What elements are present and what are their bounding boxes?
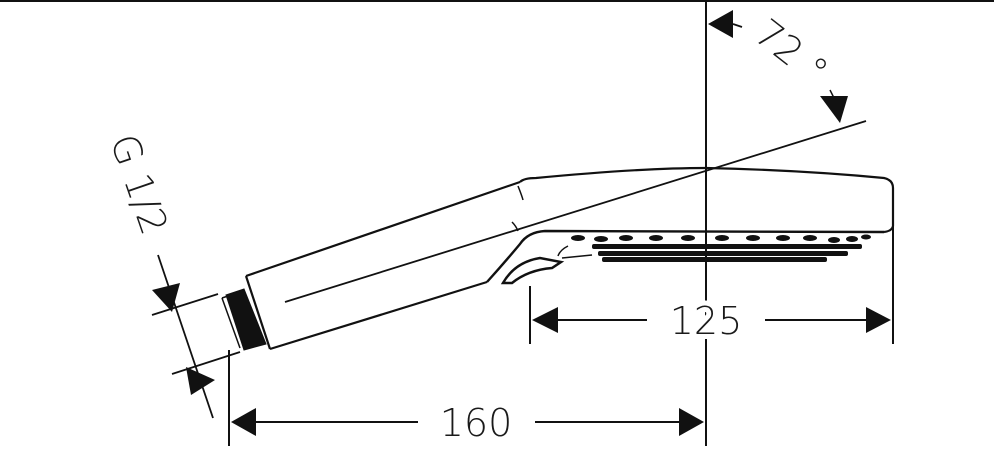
spray-face-length-label: 125: [670, 299, 743, 343]
spray-nozzles: [571, 234, 871, 262]
thread-connector: [221, 288, 267, 351]
shower-axis-line: [284, 120, 867, 303]
angle-label: 72 °: [746, 10, 836, 94]
hand-shower-outline: [221, 166, 895, 351]
spray-face-length-label-text: 125: [670, 299, 743, 343]
thread-dimension: G 1/2: [101, 129, 241, 419]
overall-length-dimension: 160: [228, 350, 704, 446]
overall-length-label: 160: [440, 401, 513, 445]
thread-label: G 1/2: [101, 129, 176, 240]
angle-dimension: 72 °: [708, 10, 848, 123]
spray-face-dimension: 125 125: [529, 190, 894, 348]
